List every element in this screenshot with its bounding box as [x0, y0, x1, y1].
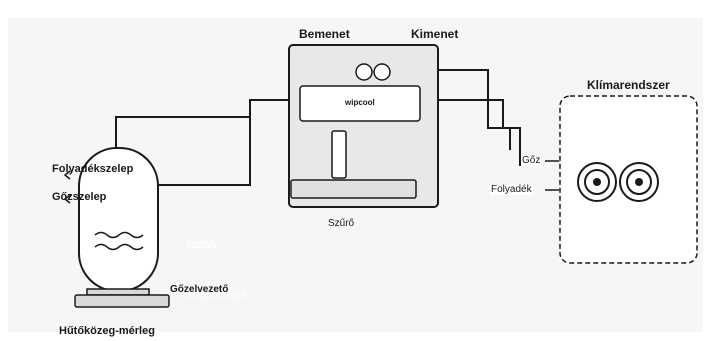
recovery-machine: [288, 44, 439, 208]
kimenet-label: Kimenet: [411, 27, 459, 41]
pipe-tank-to-bemenet: [118, 99, 300, 186]
tartaly-label: Tartály: [185, 239, 218, 251]
dual-knob-icon: [355, 63, 391, 81]
folyadek-label: Folyadék: [490, 184, 533, 195]
gozelvezeto-label: Gőzelvezető: [170, 284, 229, 295]
szuro-label: Szűrő: [328, 218, 355, 229]
klimarendszer-label: Klímarendszer: [587, 78, 670, 92]
pipe-machine-to-folyadek: [437, 99, 521, 166]
valve-arrow-vapor: [63, 194, 71, 204]
bemenet-label: Bemenet: [299, 27, 350, 41]
valve-arrow-liquid: [63, 170, 71, 180]
refrigerant-scale: [74, 288, 170, 308]
gozszelep-label: Gőzszelep: [52, 191, 107, 203]
double-port-icon: [577, 162, 659, 202]
folyadekszelep-label: Folyadékszelep: [52, 163, 134, 175]
liquid-wave-icon: [94, 231, 144, 251]
goz-label: Gőz: [521, 155, 542, 166]
pipe-tank-top: [115, 116, 250, 160]
gozelvezeto-ghost-label: Gőzelvezető: [185, 289, 247, 301]
hutokozeg-merleg-label: Hűtőközeg-mérleg: [59, 325, 155, 337]
wipcool-brand-label: wipcool: [345, 98, 375, 107]
pipe-kimenet-to-goz: [437, 69, 511, 150]
